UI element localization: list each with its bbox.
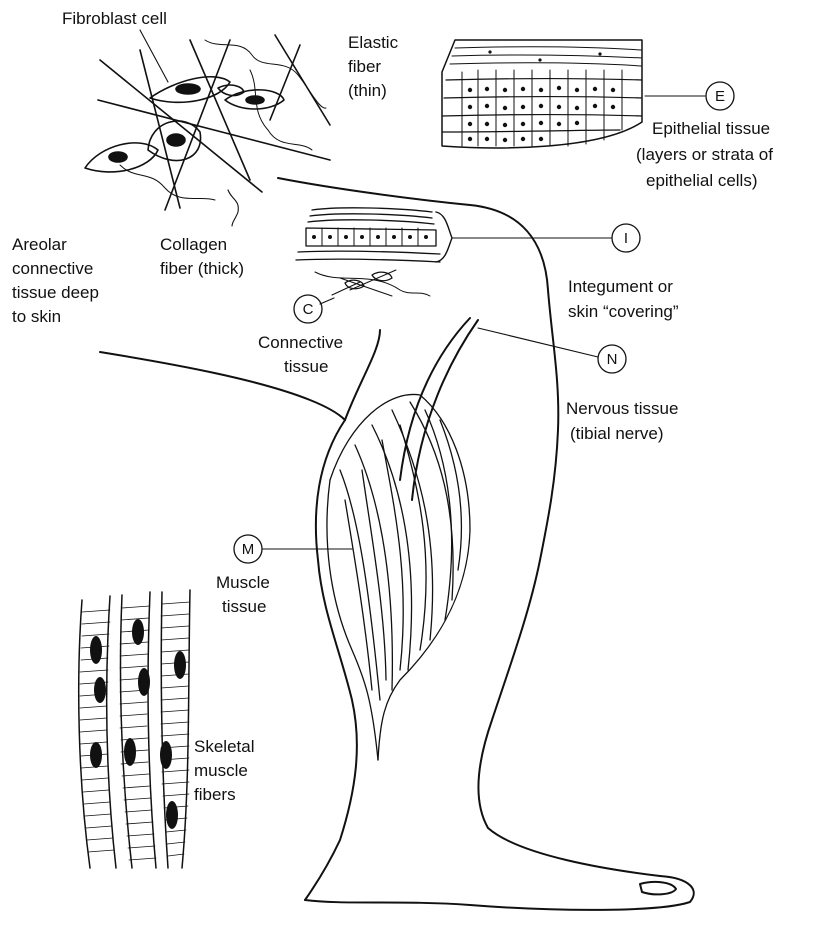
calf-muscle	[327, 394, 470, 760]
areolar-line-3: tissue deep	[12, 283, 99, 302]
label-elastic: Elastic fiber (thin)	[348, 33, 399, 100]
fibroblast-label: Fibroblast cell	[62, 9, 167, 28]
areolar-line-2: connective	[12, 259, 93, 278]
marker-N: N	[598, 345, 626, 373]
skeletal-line-2: muscle	[194, 761, 248, 780]
collagen-line-2: fiber (thick)	[160, 259, 244, 278]
epithelial-line-3: epithelial cells)	[646, 171, 758, 190]
label-fibroblast: Fibroblast cell	[62, 9, 167, 28]
muscle-line-1: Muscle	[216, 573, 270, 592]
marker-C: C	[294, 295, 322, 323]
connective-line-2: tissue	[284, 357, 328, 376]
marker-N-text: N	[607, 351, 618, 368]
label-skeletal: Skeletal muscle fibers	[194, 737, 254, 804]
muscle-line-2: tissue	[222, 597, 266, 616]
label-nervous: Nervous tissue (tibial nerve)	[566, 399, 678, 443]
skeletal-muscle-drawing	[79, 590, 190, 868]
label-collagen: Collagen fiber (thick)	[160, 235, 244, 278]
integument-line-1: Integument or	[568, 277, 673, 296]
marker-M: M	[234, 535, 262, 563]
elastic-line-3: (thin)	[348, 81, 387, 100]
areolar-tissue-drawing	[85, 35, 330, 226]
nervous-line-2: (tibial nerve)	[570, 424, 664, 443]
label-epithelial: Epithelial tissue (layers or strata of e…	[636, 119, 773, 190]
marker-E: E	[706, 82, 734, 110]
areolar-line-4: to skin	[12, 307, 61, 326]
marker-I-text: I	[624, 230, 628, 247]
elastic-line-1: Elastic	[348, 33, 399, 52]
label-areolar: Areolar connective tissue deep to skin	[12, 235, 99, 326]
elastic-line-2: fiber	[348, 57, 381, 76]
integument-drawing	[296, 208, 452, 296]
marker-M-text: M	[242, 541, 255, 558]
label-muscle: Muscle tissue	[216, 573, 270, 616]
tibial-nerve	[400, 318, 478, 500]
epithelial-line-2: (layers or strata of	[636, 145, 773, 164]
marker-E-text: E	[715, 88, 725, 105]
skeletal-line-1: Skeletal	[194, 737, 254, 756]
integument-line-2: skin “covering”	[568, 302, 679, 321]
marker-I: I	[612, 224, 640, 252]
label-connective: Connective tissue	[258, 333, 343, 376]
connective-line-1: Connective	[258, 333, 343, 352]
skeletal-line-3: fibers	[194, 785, 236, 804]
marker-C-text: C	[303, 301, 314, 318]
nervous-line-1: Nervous tissue	[566, 399, 678, 418]
collagen-line-1: Collagen	[160, 235, 227, 254]
areolar-line-1: Areolar	[12, 235, 67, 254]
epithelial-tissue-drawing	[442, 40, 642, 148]
label-integument: Integument or skin “covering”	[568, 277, 679, 321]
epithelial-line-1: Epithelial tissue	[652, 119, 770, 138]
